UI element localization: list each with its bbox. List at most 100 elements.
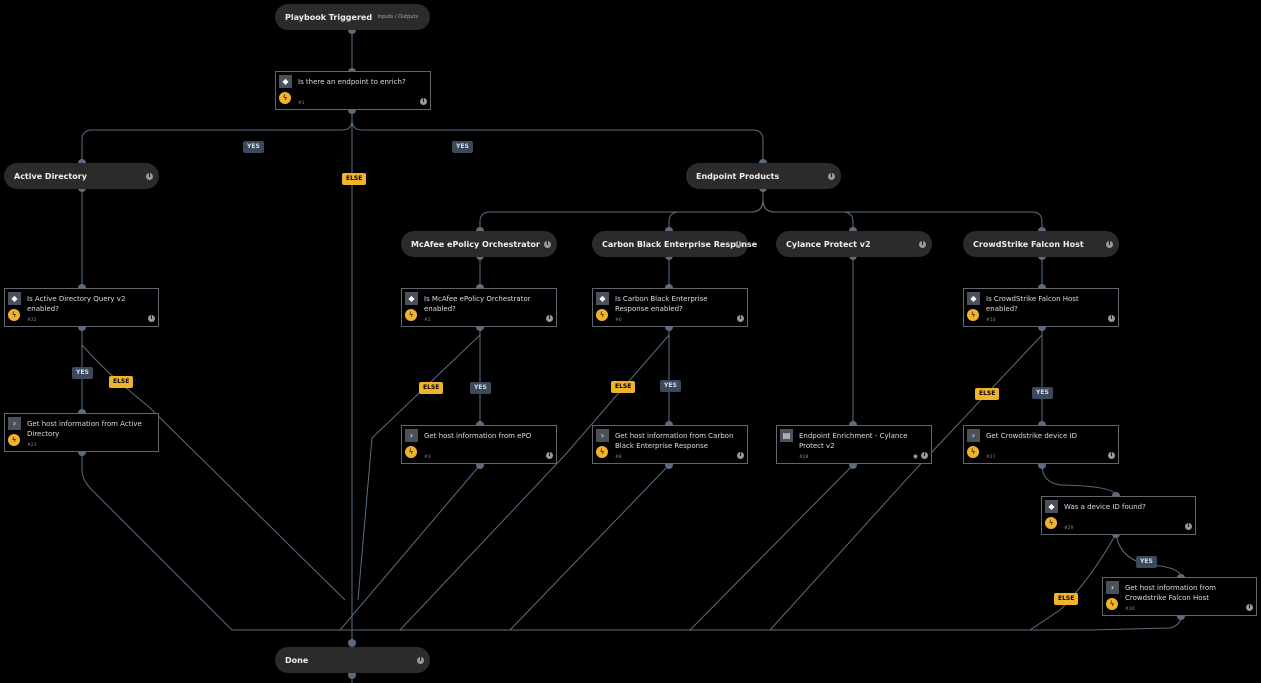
task-get-host-crowdstrike[interactable]: › ϟ Get host information from Crowdstrik… <box>1102 577 1257 616</box>
task-title: Is there an endpoint to enrich? <box>298 78 406 86</box>
info-icon[interactable]: i <box>919 241 926 248</box>
condition-endpoint-to-enrich[interactable]: ◆ ϟ Is there an endpoint to enrich? #1 i <box>275 71 431 110</box>
condition-icon: ◆ <box>405 292 418 305</box>
condition-ad-enabled[interactable]: ◆ ϟ Is Active Directory Query v2 enabled… <box>4 288 159 327</box>
section-carbon-black[interactable]: Carbon Black Enterprise Response i <box>592 231 757 257</box>
task-get-host-carbon-black[interactable]: › ϟ Get host information from Carbon Bla… <box>592 425 748 464</box>
condition-icon: ◆ <box>8 292 21 305</box>
task-id: #29 <box>1064 526 1074 531</box>
yes-label: YES <box>1136 556 1157 568</box>
task-id: #6 <box>615 318 622 323</box>
chevron-right-icon: › <box>596 429 609 442</box>
eye-icon[interactable]: ◉ <box>912 453 918 460</box>
automation-icon: ϟ <box>405 309 417 321</box>
info-icon[interactable]: i <box>1106 241 1113 248</box>
condition-icon: ◆ <box>967 292 980 305</box>
task-get-host-ad[interactable]: › ϟ Get host information from Active Dir… <box>4 413 159 452</box>
automation-icon: ϟ <box>8 309 20 321</box>
info-icon[interactable]: i <box>417 657 424 664</box>
info-icon[interactable]: i <box>544 241 551 248</box>
playbook-icon: ▤ <box>780 429 793 442</box>
automation-icon: ϟ <box>1045 517 1057 529</box>
automation-icon: ϟ <box>1106 598 1118 610</box>
condition-icon: ◆ <box>279 75 292 88</box>
info-icon[interactable]: i <box>1108 452 1115 459</box>
task-title: Is CrowdStrike Falcon Host enabled? <box>986 295 1079 313</box>
task-id: #8 <box>615 455 622 460</box>
info-icon[interactable]: i <box>146 173 153 180</box>
section-active-directory[interactable]: Active Directory i <box>4 163 159 189</box>
info-icon[interactable]: i <box>921 452 928 459</box>
task-title: Get host information from Crowdstrike Fa… <box>1125 584 1216 602</box>
automation-icon: ϟ <box>8 434 20 446</box>
yes-label: YES <box>243 141 264 153</box>
section-crowdstrike[interactable]: CrowdStrike Falcon Host i <box>963 231 1119 257</box>
end-node[interactable]: Done i <box>275 647 430 673</box>
start-node[interactable]: Playbook Triggered Inputs / Outputs <box>275 4 430 30</box>
info-icon[interactable]: i <box>1185 523 1192 530</box>
task-id: #1 <box>298 101 305 106</box>
automation-icon: ϟ <box>596 446 608 458</box>
chevron-right-icon: › <box>8 417 21 430</box>
automation-icon: ϟ <box>279 92 291 104</box>
automation-icon: ϟ <box>967 446 979 458</box>
task-id: #27 <box>986 455 996 460</box>
task-id: #28 <box>799 455 809 460</box>
condition-carbon-black-enabled[interactable]: ◆ ϟ Is Carbon Black Enterprise Response … <box>592 288 748 327</box>
section-label: McAfee ePolicy Orchestrator <box>411 239 540 249</box>
condition-crowdstrike-enabled[interactable]: ◆ ϟ Is CrowdStrike Falcon Host enabled? … <box>963 288 1119 327</box>
yes-label: YES <box>660 380 681 392</box>
section-label: Endpoint Products <box>696 171 780 181</box>
condition-icon: ◆ <box>596 292 609 305</box>
automation-icon: ϟ <box>405 446 417 458</box>
condition-device-id-found[interactable]: ◆ ϟ Was a device ID found? #29 i <box>1041 496 1196 535</box>
section-cylance[interactable]: Cylance Protect v2 i <box>776 231 932 257</box>
section-label: Carbon Black Enterprise Response <box>602 239 758 249</box>
else-label: ELSE <box>975 388 1000 400</box>
task-title: Get host information from ePO <box>424 432 532 440</box>
yes-label: YES <box>452 141 473 153</box>
info-icon[interactable]: i <box>737 452 744 459</box>
info-icon[interactable]: i <box>546 315 553 322</box>
task-id: #23 <box>27 443 37 448</box>
task-title: Is McAfee ePolicy Orchestrator enabled? <box>424 295 531 313</box>
automation-icon: ϟ <box>967 309 979 321</box>
task-get-crowdstrike-device-id[interactable]: › ϟ Get Crowdstrike device ID #27 i <box>963 425 1119 464</box>
task-id: #3 <box>424 455 431 460</box>
section-label: Active Directory <box>14 171 87 181</box>
task-title: Get host information from Carbon Black E… <box>615 432 734 450</box>
chevron-right-icon: › <box>1106 581 1119 594</box>
chevron-right-icon: › <box>967 429 980 442</box>
task-get-host-epo[interactable]: › ϟ Get host information from ePO #3 i <box>401 425 557 464</box>
else-label: ELSE <box>419 382 444 394</box>
task-id: #2 <box>424 318 431 323</box>
section-endpoint-products[interactable]: Endpoint Products i <box>686 163 841 189</box>
info-icon[interactable]: i <box>1246 604 1253 611</box>
start-label: Playbook Triggered <box>285 12 373 22</box>
info-icon[interactable]: i <box>1108 315 1115 322</box>
task-title: Was a device ID found? <box>1064 503 1146 511</box>
section-label: Cylance Protect v2 <box>786 239 871 249</box>
playbook-cylance-enrichment[interactable]: ▤ Endpoint Enrichment - Cylance Protect … <box>776 425 932 464</box>
info-icon[interactable]: i <box>546 452 553 459</box>
automation-icon: ϟ <box>596 309 608 321</box>
condition-icon: ◆ <box>1045 500 1058 513</box>
section-label: CrowdStrike Falcon Host <box>973 239 1084 249</box>
task-title: Endpoint Enrichment - Cylance Protect v2 <box>799 432 908 450</box>
info-icon[interactable]: i <box>148 315 155 322</box>
info-icon[interactable]: i <box>420 98 427 105</box>
end-label: Done <box>285 655 309 665</box>
yes-label: YES <box>470 382 491 394</box>
else-label: ELSE <box>109 376 134 388</box>
else-label: ELSE <box>611 381 636 393</box>
info-icon[interactable]: i <box>735 241 742 248</box>
task-id: #22 <box>27 318 37 323</box>
condition-mcafee-enabled[interactable]: ◆ ϟ Is McAfee ePolicy Orchestrator enabl… <box>401 288 557 327</box>
info-icon[interactable]: i <box>737 315 744 322</box>
else-label: ELSE <box>1054 593 1079 605</box>
inputs-outputs-link[interactable]: Inputs / Outputs <box>377 14 418 20</box>
info-icon[interactable]: i <box>828 173 835 180</box>
section-mcafee[interactable]: McAfee ePolicy Orchestrator i <box>401 231 557 257</box>
task-title: Get Crowdstrike device ID <box>986 432 1077 440</box>
